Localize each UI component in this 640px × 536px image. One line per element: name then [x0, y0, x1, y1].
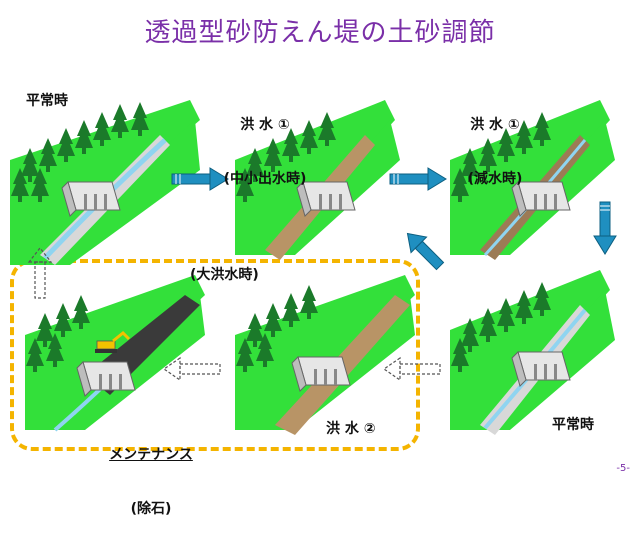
- label-flood2: 洪 水 ②: [326, 421, 376, 437]
- panel-normal-top: [10, 100, 200, 265]
- dashed-arrow-up: [27, 247, 53, 299]
- label-normal-bottom: 平常時: [552, 417, 594, 433]
- arrow-down: [593, 201, 617, 255]
- dam-diagram: [10, 100, 617, 435]
- label-big-flood: (大洪水時): [190, 267, 259, 283]
- dashed-arrow-left-2: [162, 356, 221, 382]
- excavator-icon: [95, 330, 131, 353]
- arrow-right-1: [171, 167, 229, 191]
- arrow-right-2: [389, 167, 447, 191]
- panel-flood1-small: [235, 100, 400, 260]
- label-flood1-small: 洪 水 ① (中小出水時): [205, 80, 325, 206]
- large-flood-frame: [10, 259, 420, 451]
- panel-flood1-recede: [450, 100, 615, 260]
- page-title: 透過型砂防えん堤の土砂調節: [144, 18, 496, 48]
- page-number: -5-: [616, 463, 630, 474]
- label-normal-top: 平常時: [26, 93, 68, 109]
- panel-flood2: [235, 275, 415, 435]
- arrow-diagonal-up-left: [406, 232, 445, 271]
- label-maintenance-line1: メンテナンス: [109, 447, 193, 463]
- panel-normal-bottom: [450, 270, 615, 435]
- label-flood1-small-line2: (中小出水時): [223, 171, 307, 187]
- label-flood1-recede: 洪 水 ① (減水時): [440, 80, 550, 206]
- label-maintenance-line2: (除石): [130, 501, 172, 517]
- dashed-arrow-left-1: [382, 356, 441, 382]
- label-flood1-recede-line2: (減水時): [467, 171, 523, 187]
- label-flood1-recede-line1: 洪 水 ①: [470, 117, 520, 133]
- label-flood1-small-line1: 洪 水 ①: [240, 117, 290, 133]
- panel-maintenance: [25, 275, 205, 432]
- label-maintenance: メンテナンス (除石): [96, 410, 206, 536]
